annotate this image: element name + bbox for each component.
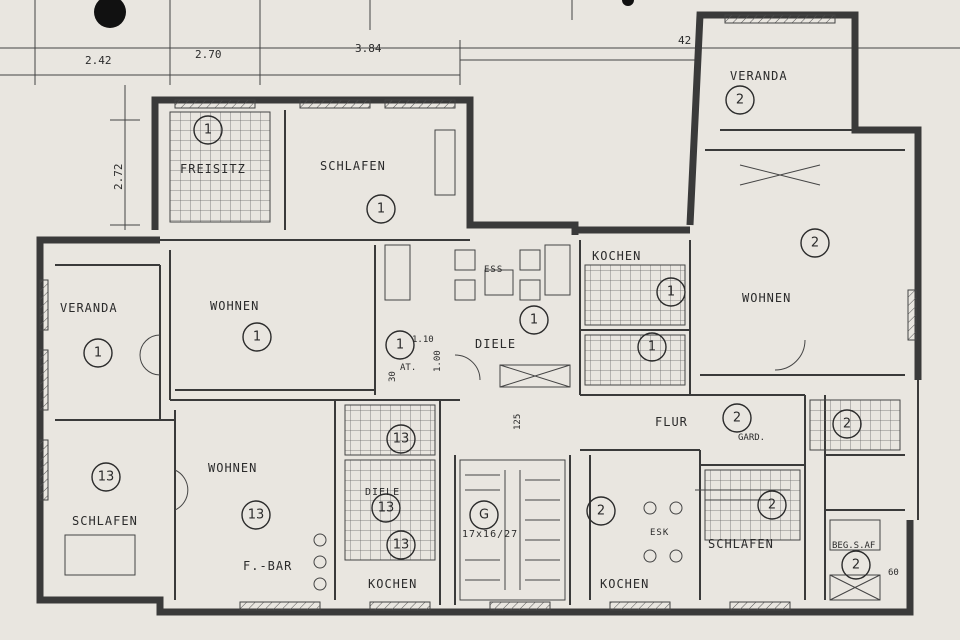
label-ess: ESS [484, 265, 503, 275]
label-wohnen-13: WOHNEN [208, 461, 257, 475]
label-kochen-1: KOCHEN [592, 249, 641, 263]
unit-marker-circle [386, 530, 416, 560]
label-wohnen-1: WOHNEN [210, 299, 259, 313]
unit-marker-number: 1 [377, 202, 385, 217]
unit-marker-circle [366, 194, 396, 224]
kitchen-1-tiles [584, 264, 686, 326]
unit-marker-number: 1 [204, 123, 212, 138]
door-swings [139, 334, 806, 511]
unit-marker-circle [83, 338, 113, 368]
unit-marker-circle [722, 403, 752, 433]
unit-marker-number: 13 [98, 470, 115, 485]
unit-marker-number: 2 [811, 236, 819, 251]
staircase [459, 459, 566, 601]
unit-marker-number: 2 [736, 93, 744, 108]
unit-marker-circle [241, 500, 271, 530]
label-kochen-2: KOCHEN [600, 577, 649, 591]
dim-2-42: 2.42 [85, 54, 112, 67]
unit-marker-number: 13 [393, 432, 410, 447]
unit-marker-circle [586, 496, 616, 526]
unit-marker-circle [371, 493, 401, 523]
unit-marker-circle [841, 550, 871, 580]
unit-marker-circle [193, 115, 223, 145]
unit-marker-circle [725, 85, 755, 115]
punch-hole [94, 0, 126, 28]
unit-marker-number: 2 [768, 498, 776, 513]
dim-3-84: 3.84 [355, 42, 382, 55]
label-kochen-13: KOCHEN [368, 577, 417, 591]
freisitz-tiles [169, 111, 271, 223]
bath-1-tiles [584, 334, 686, 386]
num-60: 60 [888, 568, 899, 578]
outer-walls [36, 11, 922, 616]
unit-marker-number: 13 [393, 538, 410, 553]
punch-hole [622, 0, 634, 6]
unit-marker-number: G [479, 508, 489, 523]
label-flur: FLUR [655, 415, 688, 429]
unit-marker-circle [800, 228, 830, 258]
label-schlafen-2: SCHLAFEN [708, 537, 774, 551]
unit-marker-number: 2 [597, 504, 605, 519]
label-gard: GARD. [738, 433, 765, 443]
label-diele-13: DIELE [365, 487, 400, 498]
unit-marker-number: 1 [667, 285, 675, 300]
unit-marker-circle [519, 305, 549, 335]
unit-marker-number: 1 [253, 330, 261, 345]
unit-marker-circle [832, 409, 862, 439]
unit-marker-circle [469, 500, 499, 530]
unit-marker-circle [242, 322, 272, 352]
bath-2-tiles [809, 399, 901, 451]
label-esk: ESK [650, 528, 669, 538]
label-schlafen-13: SCHLAFEN [72, 514, 138, 528]
unit-marker-circle [637, 332, 667, 362]
unit-marker-number: 2 [852, 558, 860, 573]
unit-marker-number: 1 [94, 346, 102, 361]
unit-marker-number: 13 [248, 508, 265, 523]
unit-marker-number: 2 [843, 417, 851, 432]
dim-2-70: 2.70 [195, 48, 222, 61]
unit-marker-circle [91, 462, 121, 492]
label-veranda-right: VERANDA [730, 69, 788, 83]
label-schlafen-top: SCHLAFEN [320, 159, 386, 173]
unit-marker-number: 1 [648, 340, 656, 355]
unit-marker-number: 2 [733, 411, 741, 426]
label-freisitz: FREISITZ [180, 162, 246, 176]
unit-marker-circle [757, 490, 787, 520]
num-125: 125 [513, 414, 523, 430]
unit-marker-circle [656, 277, 686, 307]
num-30: 30 [388, 371, 398, 382]
label-begsaf: BEG.S.AF [832, 541, 875, 551]
num-1-00: 1.00 [433, 350, 443, 372]
interior-walls [55, 110, 905, 605]
label-wohnen-2: WOHNEN [742, 291, 791, 305]
label-diele: DIELE [475, 337, 516, 351]
unit-marker-number: 13 [378, 501, 395, 516]
label-veranda-left: VERANDA [60, 301, 118, 315]
unit-marker-number: 1 [530, 313, 538, 328]
unit-marker-number: 1 [396, 338, 404, 353]
label-fbar: F.-BAR [243, 559, 292, 573]
window-sills [39, 14, 917, 611]
dim-42: 42 [678, 34, 691, 47]
unit-marker-circle [385, 330, 415, 360]
num-1-10: 1.10 [412, 335, 434, 345]
stair-dimension: 17x16/27 [462, 529, 518, 540]
furniture [64, 129, 881, 601]
label-at: AT. [400, 363, 416, 373]
unit-marker-circle [386, 424, 416, 454]
schlafen-2-tiles [704, 469, 801, 541]
kitchen-13-tiles [344, 459, 436, 561]
dim-2-72: 2.72 [112, 164, 125, 191]
dimension-lines [0, 0, 960, 230]
